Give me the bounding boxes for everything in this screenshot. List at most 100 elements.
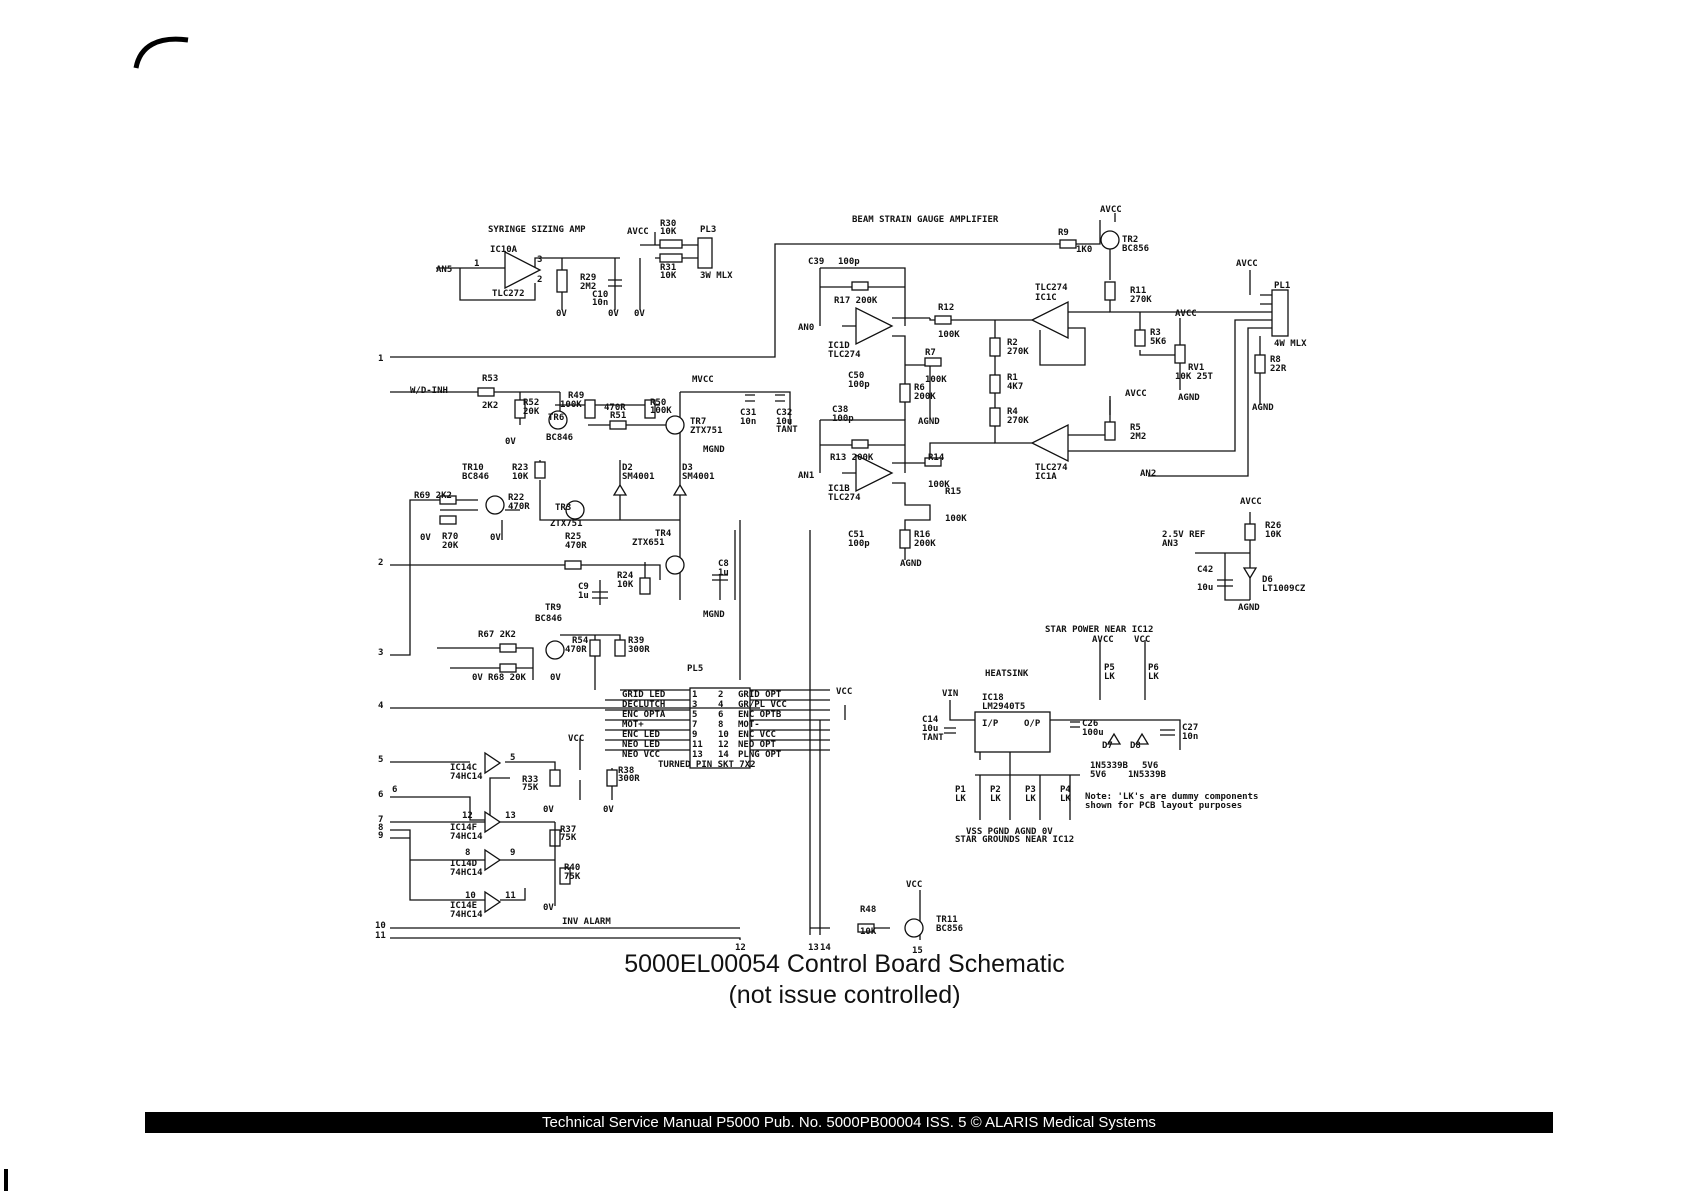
component-label-r9v: 1K0 <box>1076 245 1092 255</box>
pl5-left-label: ENC OPTA <box>622 710 666 720</box>
heatsink-label: HEATSINK <box>985 669 1029 679</box>
component-label-r26: R26 <box>1265 521 1281 531</box>
component-label-c32: C32 <box>776 408 792 418</box>
pl5-pin-number: 1 <box>692 690 697 700</box>
pl5-right-label: ENC OPTB <box>738 710 782 720</box>
component-label-r1: R1 <box>1007 373 1018 383</box>
component-label-r38: R38 <box>618 766 634 776</box>
component-label-p4v: LK <box>1060 794 1071 804</box>
component-label-c39v: 100p <box>838 257 860 267</box>
component-label-ov1: 0V <box>556 309 567 319</box>
component-label-tr9: TR9 <box>545 603 561 613</box>
component-label-r7v: 100K <box>925 375 947 385</box>
component-label-tr3: TR3 <box>555 503 571 513</box>
component-label-r37: R37 <box>560 825 576 835</box>
component-label-r23: R23 <box>512 463 528 473</box>
diagram-subtitle: (not issue controlled) <box>728 981 961 1009</box>
component-label-r69: R69 2K2 <box>414 491 452 501</box>
opamp-ic1d <box>855 306 894 346</box>
component-label-tr2: TR2 <box>1122 235 1138 245</box>
component-label-r11: R11 <box>1130 286 1146 296</box>
footer-bar: Technical Service Manual P5000 Pub. No. … <box>145 1112 1553 1133</box>
component-label-r30: R30 <box>660 219 676 229</box>
pl5-pin-number: 4 <box>718 700 724 710</box>
component-label-d6: D6 <box>1262 575 1273 585</box>
component-label-ov5: 0V <box>420 533 431 543</box>
component-label-ic1a: IC1A <box>1035 472 1057 482</box>
component-label-r7: R7 <box>925 348 936 358</box>
component-label-ov7: 0V <box>472 673 483 683</box>
corner-mark <box>133 36 189 69</box>
component-label-tr6v: BC846 <box>546 433 573 443</box>
component-label-d7v: 1N5339B <box>1090 761 1129 771</box>
pl5-pin-number: 8 <box>718 720 723 730</box>
component-label-c27v: 10n <box>1182 732 1198 742</box>
pl5-left-label: DECLUTCH <box>622 700 665 710</box>
component-label-r3v: 5K6 <box>1150 337 1166 347</box>
component-label-ov10: 0V <box>603 805 614 815</box>
pin-label: 5 <box>378 755 383 765</box>
component-label-agnd2: AGND <box>1252 403 1274 413</box>
component-label-r70v: 20K <box>442 541 459 551</box>
note-text: Note: 'LK's are dummy components <box>1085 792 1258 802</box>
component-label-an3: AN3 <box>1162 539 1178 549</box>
component-label-g13: 13 <box>505 811 516 821</box>
component-label-r51v: 470R <box>604 403 626 413</box>
component-label-rv1: RV1 <box>1188 363 1204 373</box>
component-label-r16: R16 <box>914 530 930 540</box>
component-label-g12: 12 <box>462 811 473 821</box>
component-label-d7z: 5V6 <box>1090 770 1106 780</box>
component-label-r12: R12 <box>938 303 954 313</box>
pin-label: 6 <box>378 790 383 800</box>
component-label-vcc1: VCC <box>836 687 852 697</box>
component-label-p1v: LK <box>955 794 966 804</box>
component-label-hc14b: 74HC14 <box>450 832 483 842</box>
component-label-ov8: 0V <box>550 673 561 683</box>
component-label-c51: C51 <box>848 530 864 540</box>
component-label-wdinh: W/D-INH <box>410 386 448 396</box>
component-label-avcc6: AVCC <box>1240 497 1262 507</box>
component-label-r51: R51 <box>610 411 626 421</box>
component-label-ov6: 0V <box>490 533 501 543</box>
component-label-r67: R67 2K2 <box>478 630 516 640</box>
pl5-right-label: ENC VCC <box>738 730 776 740</box>
component-label-r38v: 300R <box>618 774 640 784</box>
component-label-agnd3: AGND <box>918 417 940 427</box>
pl5-connector <box>689 687 751 769</box>
component-label-ic14d: IC14D <box>450 859 478 869</box>
component-label-ov2: 0V <box>608 309 619 319</box>
component-label-r39v: 300R <box>628 645 650 655</box>
component-label-avcc3: AVCC <box>1236 259 1258 269</box>
pl5-right-label: GR/PL VCC <box>738 700 787 710</box>
pl5-pin-number: 3 <box>692 700 697 710</box>
ic18-regulator <box>974 711 1051 753</box>
pl5-pin-number: 5 <box>692 710 697 720</box>
component-label-c9v: 1u <box>578 591 589 601</box>
component-label-vcc2: VCC <box>568 734 584 744</box>
pin-label: 13 <box>808 943 819 953</box>
component-label-ic1b: IC1B <box>828 484 850 494</box>
component-label-tr11: TR11 <box>936 915 958 925</box>
pl5-pin-number: 14 <box>718 750 729 760</box>
block-titles: SYRINGE SIZING AMP BEAM STRAIN GAUGE AMP… <box>488 215 1258 927</box>
component-label-c8v: 1u <box>718 568 729 578</box>
pin-label: 10 <box>375 921 386 931</box>
component-label-r30v: 10K <box>660 227 677 237</box>
pl5-pin-names: GRID LED DECLUTCH ENC OPTA MOT+ ENC LED … <box>622 690 787 760</box>
pl3-connector <box>697 237 713 269</box>
component-label-r29: R29 <box>580 273 596 283</box>
component-label-avcc7: AVCC <box>1092 635 1114 645</box>
component-label-r16v: 200K <box>914 539 936 549</box>
component-label-r54v: 470R <box>565 645 587 655</box>
component-label-r6: R6 <box>914 383 925 393</box>
scan-mark <box>4 1169 8 1191</box>
component-label-tlc274a: TLC274 <box>828 350 861 360</box>
component-label-r22v: 470R <box>508 502 530 512</box>
note-text: shown for PCB layout purposes <box>1085 801 1242 811</box>
component-label-c39: C39 <box>808 257 824 267</box>
component-label-d3: D3 <box>682 463 693 473</box>
component-label-rv1v: 10K 25T <box>1175 372 1214 382</box>
component-label-c32v: 10u <box>776 417 792 427</box>
component-label-p2v: LK <box>990 794 1001 804</box>
